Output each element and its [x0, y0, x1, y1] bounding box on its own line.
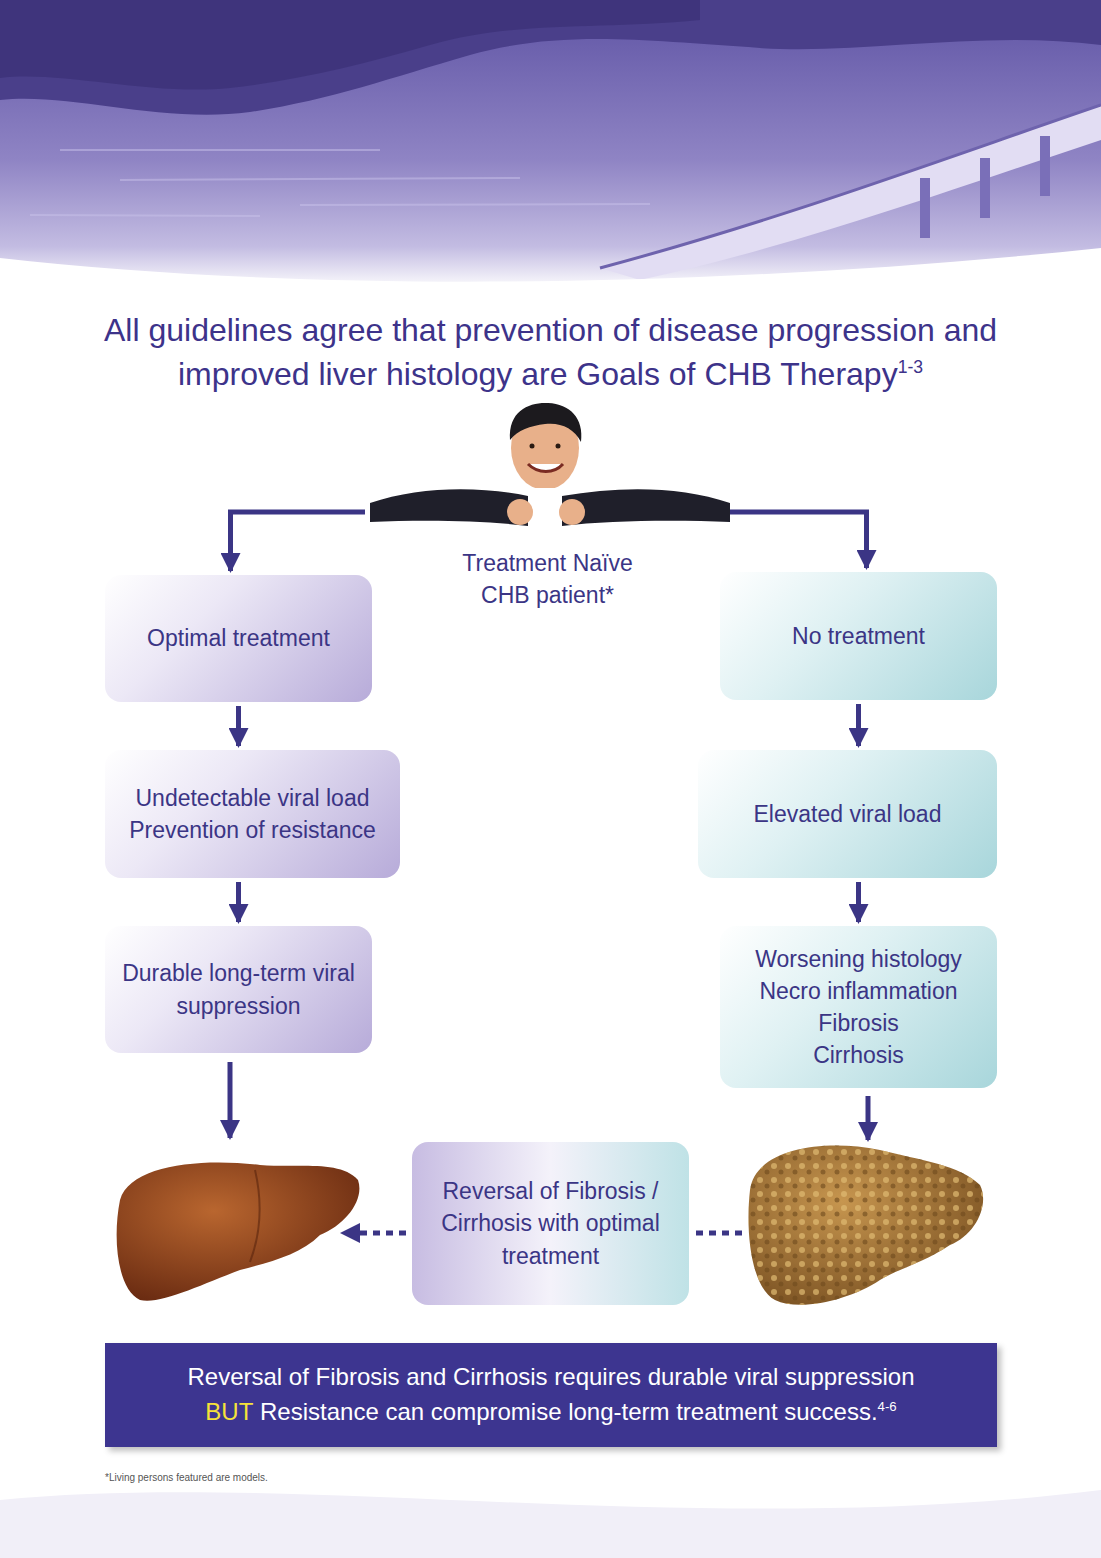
box-text: Undetectable viral load	[129, 782, 376, 814]
text-group: Worsening histologyNecro inflammationFib…	[755, 943, 962, 1072]
box-text: Optimal treatment	[147, 622, 330, 654]
text-group: Durable long-term viral suppression	[119, 957, 358, 1021]
band-text: Resistance can compromise long-term trea…	[260, 1398, 878, 1425]
process-box: Worsening histologyNecro inflammationFib…	[720, 926, 997, 1088]
text-group: Treatment Naïve CHB patient*	[453, 547, 643, 611]
flow-arrow	[231, 512, 366, 571]
process-box: Elevated viral load	[698, 750, 997, 878]
box-text: Elevated viral load	[754, 798, 942, 830]
box-text: Reversal of Fibrosis / Cirrhosis with op…	[426, 1175, 675, 1272]
text-group: Optimal treatment	[147, 622, 330, 654]
box-text: Treatment Naïve CHB patient*	[453, 547, 643, 611]
text-group: No treatment	[792, 620, 925, 652]
text-group: Elevated viral load	[754, 798, 942, 830]
text-group: Reversal of Fibrosis / Cirrhosis with op…	[426, 1175, 675, 1272]
process-box: Undetectable viral loadPrevention of res…	[105, 750, 400, 878]
flow-arrow	[730, 512, 867, 568]
reference-number: 4-6	[878, 1399, 897, 1414]
box-text: Cirrhosis	[755, 1039, 962, 1071]
emphasis-word: BUT	[205, 1398, 253, 1425]
footnote: *Living persons featured are models.	[105, 1472, 268, 1483]
flow-arrow	[856, 882, 861, 922]
process-box: Durable long-term viral suppression	[105, 926, 372, 1053]
process-box: No treatment	[720, 572, 997, 700]
reference-number: 1-3	[898, 357, 923, 377]
text-line: BUT Resistance can compromise long-term t…	[188, 1395, 915, 1430]
box-text: Durable long-term viral suppression	[119, 957, 358, 1021]
summary-band: Reversal of Fibrosis and Cirrhosis requi…	[105, 1343, 997, 1447]
cirrhotic-liver	[748, 1146, 983, 1305]
flow-arrow	[236, 882, 241, 922]
healthy-liver	[117, 1163, 360, 1301]
flow-arrow	[236, 706, 241, 746]
text-group: Reversal of Fibrosis and Cirrhosis requi…	[188, 1360, 915, 1430]
box-text: Worsening histology	[755, 943, 962, 975]
title-block: All guidelines agree that prevention of …	[100, 308, 1001, 396]
band-text: Reversal of Fibrosis and Cirrhosis requi…	[188, 1360, 915, 1395]
box-text: Necro inflammation	[755, 975, 962, 1007]
box-text: Prevention of resistance	[129, 814, 376, 846]
box-text: Fibrosis	[755, 1007, 962, 1039]
text-group: Undetectable viral loadPrevention of res…	[129, 782, 376, 846]
flow-arrow	[856, 704, 861, 746]
banner-photo	[0, 0, 1101, 290]
box-text: No treatment	[792, 620, 925, 652]
process-box: Optimal treatment	[105, 575, 372, 702]
title: All guidelines agree that prevention of …	[104, 312, 997, 392]
process-box: Reversal of Fibrosis / Cirrhosis with op…	[412, 1142, 689, 1305]
person-photo	[360, 400, 740, 535]
patient-label: Treatment Naïve CHB patient*	[365, 400, 730, 615]
